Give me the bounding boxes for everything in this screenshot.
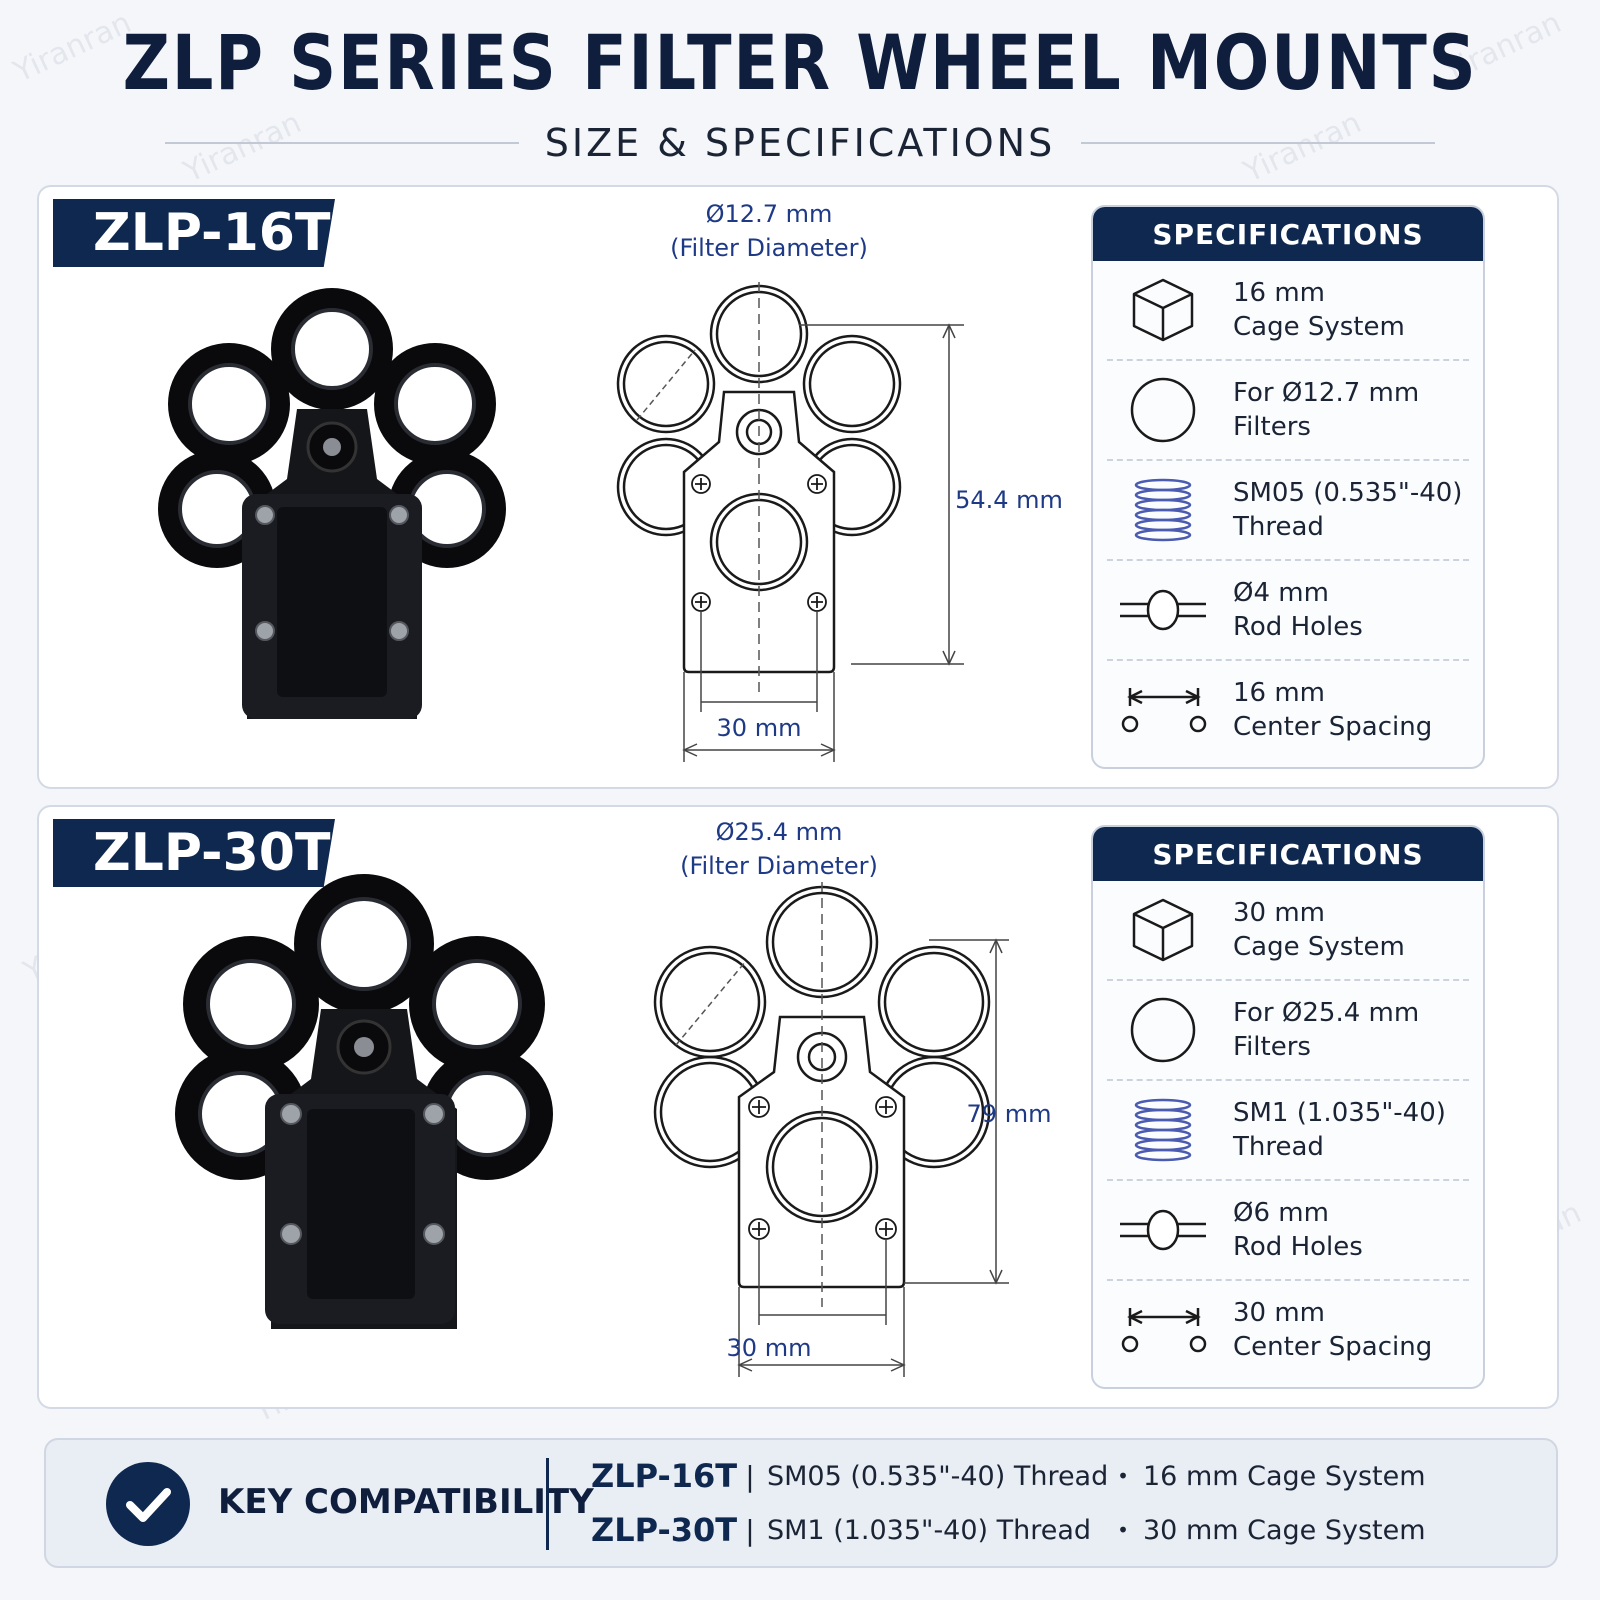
cube-icon bbox=[1107, 890, 1219, 970]
height-dimension-label: 54.4 mm bbox=[955, 486, 1063, 514]
specifications-box: SPECIFICATIONS 30 mm Cage System For Ø25.… bbox=[1091, 825, 1485, 1389]
spec-item: Ø4 mm Rod Holes bbox=[1107, 561, 1469, 661]
model-badge: ZLP-30T bbox=[53, 819, 335, 887]
spec-line1: 30 mm bbox=[1233, 1298, 1326, 1328]
spec-item: For Ø25.4 mm Filters bbox=[1107, 981, 1469, 1081]
spec-item: 30 mm Center Spacing bbox=[1107, 1281, 1469, 1379]
spec-line1: SM05 (0.535"-40) bbox=[1233, 478, 1463, 508]
technical-drawing-zlp-30t bbox=[653, 882, 1009, 1377]
spec-line1: SM1 (1.035"-40) bbox=[1233, 1098, 1446, 1128]
divider bbox=[546, 1458, 549, 1550]
filter-diameter-value: Ø12.7 mm bbox=[705, 200, 833, 228]
compatibility-row: ZLP-16T | SM05 (0.535"-40) Thread • 16 m… bbox=[591, 1454, 1426, 1498]
divider bbox=[1081, 142, 1435, 144]
spec-line2: Rod Holes bbox=[1233, 1232, 1363, 1262]
filter-diameter-label: Ø25.4 mm (Filter Diameter) bbox=[629, 815, 929, 883]
product-photo-zlp-30t bbox=[175, 874, 553, 1329]
filter-diameter-label: Ø12.7 mm (Filter Diameter) bbox=[629, 197, 909, 265]
spec-line1: 30 mm bbox=[1233, 898, 1326, 928]
model-badge: ZLP-16T bbox=[53, 199, 335, 267]
spec-line1: Ø6 mm bbox=[1233, 1198, 1329, 1228]
subtitle-row: SIZE & SPECIFICATIONS bbox=[165, 118, 1435, 168]
spec-line1: 16 mm bbox=[1233, 678, 1326, 708]
rod-hole-icon bbox=[1107, 570, 1219, 650]
compat-bullet: • bbox=[1117, 1464, 1129, 1488]
technical-drawing-zlp-16t bbox=[616, 282, 964, 762]
compat-cage: 16 mm Cage System bbox=[1143, 1460, 1426, 1492]
spec-line1: For Ø25.4 mm bbox=[1233, 998, 1420, 1028]
height-dimension-label: 79 mm bbox=[966, 1100, 1052, 1128]
circle-icon bbox=[1107, 990, 1219, 1070]
product-photo-zlp-16t bbox=[158, 288, 506, 719]
center-spacing-icon bbox=[1107, 1290, 1219, 1370]
filter-diameter-value: Ø25.4 mm bbox=[715, 818, 843, 846]
compat-model: ZLP-30T bbox=[591, 1511, 738, 1549]
spec-line2: Center Spacing bbox=[1233, 1332, 1433, 1362]
compat-thread: SM1 (1.035"-40) Thread bbox=[767, 1514, 1092, 1546]
compat-thread: SM05 (0.535"-40) Thread bbox=[767, 1460, 1109, 1492]
specifications-title: SPECIFICATIONS bbox=[1093, 827, 1483, 881]
spec-item: 30 mm Cage System bbox=[1107, 881, 1469, 981]
key-compatibility-bar: KEY COMPATIBILITY ZLP-16T | SM05 (0.535"… bbox=[44, 1438, 1558, 1568]
compat-cage: 30 mm Cage System bbox=[1143, 1514, 1426, 1546]
spec-line1: Ø4 mm bbox=[1233, 578, 1329, 608]
spec-item: Ø6 mm Rod Holes bbox=[1107, 1181, 1469, 1281]
page-title: ZLP SERIES FILTER WHEEL MOUNTS bbox=[122, 18, 1478, 107]
spec-line2: Cage System bbox=[1233, 932, 1405, 962]
filter-diameter-caption: (Filter Diameter) bbox=[670, 234, 868, 262]
thread-spring-icon bbox=[1107, 1090, 1219, 1170]
spec-line2: Cage System bbox=[1233, 312, 1405, 342]
thread-spring-icon bbox=[1107, 470, 1219, 550]
width-dimension-label: 30 mm bbox=[716, 714, 802, 742]
spec-item: For Ø12.7 mm Filters bbox=[1107, 361, 1469, 461]
width-dimension-label: 30 mm bbox=[726, 1334, 812, 1362]
rod-hole-icon bbox=[1107, 1190, 1219, 1270]
spec-line2: Filters bbox=[1233, 412, 1311, 442]
spec-line2: Center Spacing bbox=[1233, 712, 1433, 742]
spec-item: SM1 (1.035"-40) Thread bbox=[1107, 1081, 1469, 1181]
circle-icon bbox=[1107, 370, 1219, 450]
spec-item: 16 mm Cage System bbox=[1107, 261, 1469, 361]
spec-line1: 16 mm bbox=[1233, 278, 1326, 308]
spec-line2: Thread bbox=[1233, 1132, 1324, 1162]
key-compatibility-title: KEY COMPATIBILITY bbox=[218, 1482, 594, 1522]
page-subtitle: SIZE & SPECIFICATIONS bbox=[544, 121, 1056, 165]
spec-line2: Rod Holes bbox=[1233, 612, 1363, 642]
cube-icon bbox=[1107, 270, 1219, 350]
spec-line2: Filters bbox=[1233, 1032, 1311, 1062]
compatibility-row: ZLP-30T | SM1 (1.035"-40) Thread • 30 mm… bbox=[591, 1508, 1426, 1552]
spec-line2: Thread bbox=[1233, 512, 1324, 542]
spec-line1: For Ø12.7 mm bbox=[1233, 378, 1420, 408]
divider bbox=[165, 142, 519, 144]
specifications-box: SPECIFICATIONS 16 mm Cage System For Ø12.… bbox=[1091, 205, 1485, 769]
spec-item: SM05 (0.535"-40) Thread bbox=[1107, 461, 1469, 561]
model-panel-zlp-16t: ZLP-16T Ø12.7 mm (Filter Diameter) bbox=[37, 185, 1559, 789]
compat-bullet: • bbox=[1117, 1518, 1129, 1542]
specifications-title: SPECIFICATIONS bbox=[1093, 207, 1483, 261]
spec-item: 16 mm Center Spacing bbox=[1107, 661, 1469, 759]
compat-separator: | bbox=[745, 1459, 755, 1493]
filter-diameter-caption: (Filter Diameter) bbox=[680, 852, 878, 880]
compat-model: ZLP-16T bbox=[591, 1457, 738, 1495]
model-panel-zlp-30t: ZLP-30T Ø25.4 mm (Filter Diameter) bbox=[37, 805, 1559, 1409]
checkmark-icon bbox=[106, 1462, 190, 1546]
center-spacing-icon bbox=[1107, 670, 1219, 750]
compat-separator: | bbox=[745, 1513, 755, 1547]
